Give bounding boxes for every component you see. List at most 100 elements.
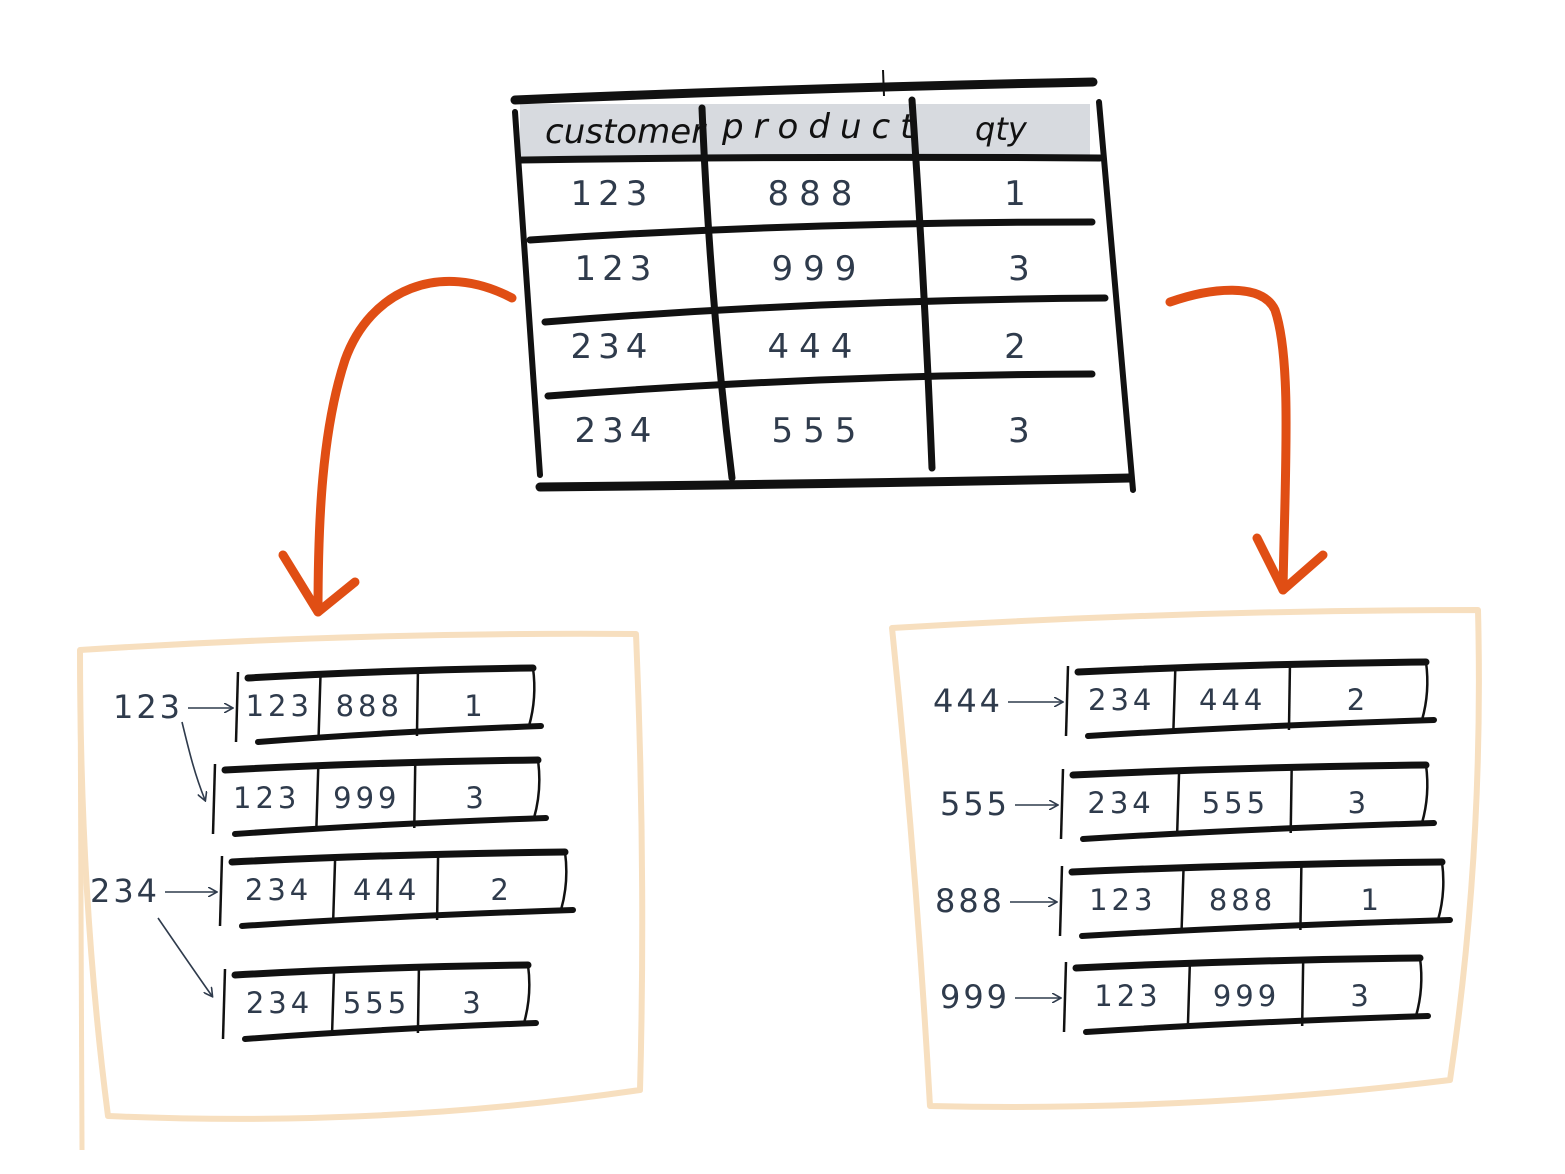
source-table-cell: 3 bbox=[1008, 411, 1040, 451]
entry-cell: 3 bbox=[1350, 979, 1372, 1013]
source-table-cell: 234 bbox=[575, 411, 658, 451]
index-entry: 234 444 2 444 bbox=[933, 658, 1437, 739]
entry-right-edge bbox=[532, 759, 541, 819]
entry-bottom-edge bbox=[242, 1020, 539, 1042]
entry-cell: 234 bbox=[246, 986, 313, 1020]
entry-bottom-edge bbox=[255, 723, 544, 745]
entry-cell: 888 bbox=[336, 689, 403, 723]
index-entry: 123 999 3 bbox=[211, 756, 549, 837]
entry-cell: 2 bbox=[490, 873, 512, 907]
next-row-pointer bbox=[157, 917, 212, 996]
entry-top-edge bbox=[228, 848, 569, 866]
entry-divider bbox=[1175, 768, 1181, 834]
entry-cell: 234 bbox=[1087, 786, 1154, 820]
entry-top-edge bbox=[231, 961, 532, 979]
entry-bottom-edge bbox=[239, 907, 576, 929]
entry-top-edge bbox=[1074, 658, 1430, 676]
entry-top-edge bbox=[1068, 858, 1446, 876]
entry-left-edge bbox=[234, 671, 240, 743]
entry-right-edge bbox=[1414, 957, 1423, 1017]
entry-left-edge bbox=[218, 855, 224, 927]
entry-divider bbox=[415, 669, 420, 737]
entry-cell: 123 bbox=[1094, 979, 1161, 1013]
entry-top-edge bbox=[221, 756, 542, 774]
entry-divider bbox=[416, 966, 421, 1034]
index-key: 555 bbox=[940, 785, 1010, 823]
entry-cell: 123 bbox=[246, 689, 313, 723]
index-entry: 123 888 1 123 bbox=[113, 664, 544, 745]
entry-divider bbox=[1299, 863, 1303, 931]
entry-divider bbox=[1172, 665, 1177, 731]
source-table-cell: 2 bbox=[1004, 327, 1036, 367]
entry-divider bbox=[1289, 766, 1293, 834]
entry-cell: 444 bbox=[1199, 683, 1266, 717]
entry-divider bbox=[435, 853, 440, 921]
right-flow-arrow bbox=[1165, 285, 1328, 595]
index-key: 123 bbox=[113, 688, 183, 726]
next-row-pointer bbox=[181, 721, 205, 800]
entry-top-edge bbox=[1069, 761, 1430, 779]
entry-top-edge bbox=[244, 664, 537, 682]
entry-bottom-edge bbox=[1080, 820, 1437, 842]
source-table-cell: 3 bbox=[1008, 249, 1040, 289]
entry-divider bbox=[315, 763, 320, 829]
entry-cell: 555 bbox=[343, 986, 410, 1020]
entry-divider bbox=[413, 761, 417, 829]
entry-cell: 999 bbox=[333, 781, 400, 815]
entry-right-edge bbox=[559, 851, 568, 911]
entry-cell: 3 bbox=[465, 781, 487, 815]
entry-right-edge bbox=[1420, 764, 1429, 824]
entry-bottom-edge bbox=[1085, 717, 1437, 739]
entry-bottom-edge bbox=[232, 815, 549, 837]
column-header-customer: customer bbox=[545, 112, 707, 152]
entry-cell: 123 bbox=[233, 781, 300, 815]
entry-divider bbox=[1180, 865, 1185, 931]
source-table-cell: 999 bbox=[772, 249, 867, 289]
entry-bottom-edge bbox=[1083, 1013, 1431, 1035]
entry-left-edge bbox=[1059, 768, 1065, 840]
entry-cell: 999 bbox=[1213, 979, 1280, 1013]
entry-right-edge bbox=[1436, 861, 1445, 921]
entry-left-edge bbox=[1062, 961, 1068, 1033]
entry-cell: 123 bbox=[1089, 883, 1156, 917]
entry-right-edge bbox=[522, 964, 531, 1024]
index-key: 888 bbox=[935, 882, 1005, 920]
source-table-cell: 555 bbox=[772, 411, 867, 451]
entry-cell: 555 bbox=[1202, 786, 1269, 820]
source-table-cell: 444 bbox=[768, 327, 863, 367]
entry-cell: 1 bbox=[464, 689, 486, 723]
entry-divider bbox=[1287, 663, 1292, 731]
entry-cell: 234 bbox=[1088, 683, 1155, 717]
entry-divider bbox=[1186, 961, 1192, 1027]
entry-left-edge bbox=[1064, 665, 1070, 737]
entry-divider bbox=[331, 855, 337, 921]
index-entry: 234 555 3 555 bbox=[940, 761, 1437, 842]
entry-left-edge bbox=[1058, 865, 1064, 937]
entry-bottom-edge bbox=[1079, 917, 1453, 939]
entry-cell: 3 bbox=[1348, 786, 1370, 820]
index-key: 234 bbox=[90, 872, 160, 910]
entry-right-edge bbox=[1420, 661, 1429, 721]
index-key: 444 bbox=[933, 682, 1003, 720]
source-table-cell: 123 bbox=[571, 174, 654, 214]
entry-cell: 2 bbox=[1347, 683, 1369, 717]
entry-divider bbox=[1300, 959, 1305, 1027]
entry-divider bbox=[317, 671, 322, 737]
source-table-cell: 123 bbox=[575, 249, 658, 289]
entry-left-edge bbox=[211, 763, 217, 835]
entry-left-edge bbox=[221, 968, 227, 1040]
source-table-cell: 1 bbox=[1004, 174, 1036, 214]
source-table-cell: 888 bbox=[768, 174, 863, 214]
entry-cell: 444 bbox=[353, 873, 420, 907]
column-header-qty: qty bbox=[975, 110, 1028, 148]
entry-divider bbox=[330, 968, 336, 1034]
